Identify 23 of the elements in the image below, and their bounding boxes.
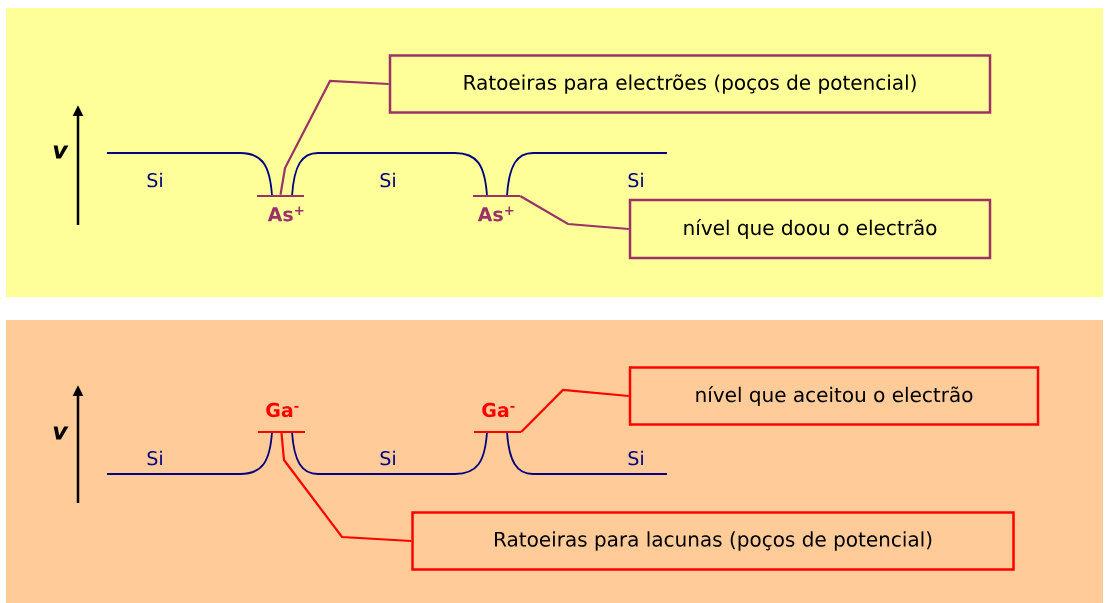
leader-line (279, 79, 389, 195)
leader-line (280, 433, 412, 543)
material-label: Si (380, 172, 395, 188)
energy-level-line (258, 431, 305, 433)
material-label: Si (147, 450, 162, 466)
callout-box: Ratoeiras para electrões (poços de potencial) (388, 54, 992, 114)
energy-level-line (474, 431, 521, 433)
callout-box: nível que doou o electrão (628, 198, 992, 260)
axis-label: v (53, 145, 69, 159)
ion-label: Ga$^{-}$ (482, 402, 515, 418)
energy-level-line (473, 195, 520, 197)
callout-box: nível que aceitou o electrão (628, 366, 1040, 426)
leader-line (520, 388, 629, 433)
ion-label: Ga$^{-}$ (266, 402, 299, 418)
energy-level-line (257, 195, 304, 197)
material-label: Si (628, 450, 643, 466)
ion-label: As$^{+}$ (477, 206, 514, 222)
axis-label: v (53, 426, 69, 440)
material-label: Si (147, 172, 162, 188)
callout-box: Ratoeiras para lacunas (poços de potencial) (411, 511, 1015, 571)
leader-line (519, 195, 629, 231)
material-label: Si (380, 450, 395, 466)
ion-label: As$^{+}$ (267, 206, 304, 222)
